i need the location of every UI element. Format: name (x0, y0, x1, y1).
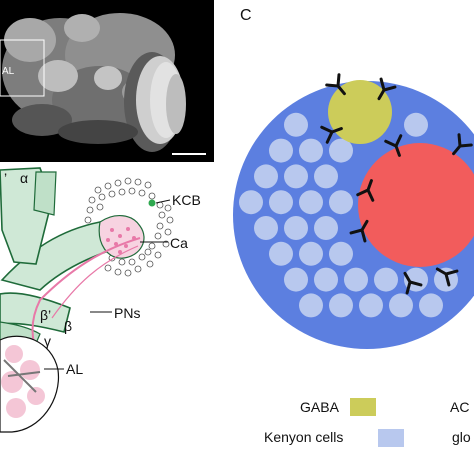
kenyon-cell-group (239, 112, 458, 318)
kenyon-cell (389, 293, 413, 318)
kcb-label: KCB (172, 192, 201, 208)
beta-prime-label: β’ (40, 307, 51, 323)
kenyon-cell (269, 190, 293, 215)
synapse-marker (384, 134, 403, 157)
synapse-marker (435, 267, 459, 287)
kenyon-cell (344, 267, 368, 292)
synapse-marker (356, 179, 375, 202)
alpha-prime-lobe (33, 171, 57, 216)
kenyon-cell (299, 190, 323, 215)
panel-c: C GABA AC Kenyon cells glo (233, 7, 474, 447)
al-label-a: AL (2, 66, 15, 77)
ach-region (358, 143, 474, 267)
calyx-dots (106, 227, 136, 254)
legend-gaba-swatch (350, 398, 376, 416)
kenyon-cell (284, 267, 308, 292)
kenyon-cell (299, 138, 323, 163)
alpha-prime-label: ’ (4, 170, 7, 186)
kenyon-cell (284, 164, 308, 189)
brain-image (2, 13, 186, 152)
kenyon-cell (314, 216, 338, 240)
synapse-group (320, 73, 473, 295)
kenyon-cell (239, 190, 263, 215)
kenyon-cell (284, 216, 308, 240)
kenyon-cell (299, 293, 323, 318)
kenyon-cell (359, 293, 383, 318)
ca-label: Ca (170, 235, 188, 251)
projection-neuron-tract-2 (51, 245, 139, 319)
kenyon-cell (374, 267, 398, 292)
kenyon-cell (269, 241, 293, 266)
kenyon-cell (299, 241, 323, 266)
synapse-marker (320, 125, 343, 144)
kenyon-cell (404, 112, 428, 137)
kenyon-cell (329, 138, 353, 163)
panel-a: AL (0, 0, 214, 162)
synapse-marker (403, 271, 423, 295)
legend-ach-label: AC (450, 399, 469, 415)
synapse-marker (325, 73, 346, 96)
legend-gaba-label: GABA (300, 399, 340, 415)
kenyon-cell (419, 293, 443, 318)
kenyon-cell (314, 164, 338, 189)
kenyon-cell (284, 112, 308, 137)
panel-c-letter: C (240, 7, 252, 24)
legend-kenyon-swatch (378, 429, 404, 447)
legend-glo-label: glo (452, 429, 471, 445)
kenyon-cell (254, 216, 278, 240)
gamma-label: γ (44, 333, 51, 349)
synapse-marker (349, 219, 369, 243)
kenyon-cell (314, 267, 338, 292)
region-box (0, 39, 45, 97)
gaba-region (328, 80, 392, 144)
kcb-leader (155, 199, 171, 204)
kenyon-cell (329, 241, 353, 266)
synapse-marker (377, 77, 397, 101)
synapse-marker (452, 133, 473, 156)
alpha-label: α (20, 170, 28, 186)
legend-kenyon-label: Kenyon cells (264, 429, 343, 445)
kenyon-cell (329, 190, 353, 215)
kenyon-cell (329, 293, 353, 318)
panel-b: ’ α KCB Ca PNs β’ β γ AL (0, 167, 201, 433)
al-label-b: AL (66, 361, 83, 377)
pns-label: PNs (114, 305, 140, 321)
antennal-lobe (0, 335, 60, 433)
kcb-marker (148, 199, 156, 207)
kenyon-cell (269, 138, 293, 163)
beta-label: β (64, 318, 72, 334)
kenyon-cell (254, 164, 278, 189)
